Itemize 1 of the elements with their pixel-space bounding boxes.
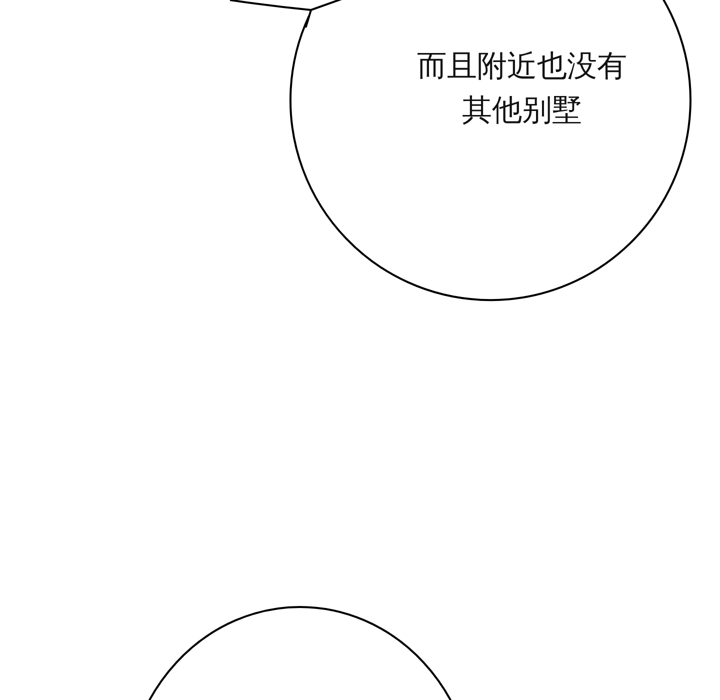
- speech-text: 而且附近也没有其他别墅: [416, 48, 628, 130]
